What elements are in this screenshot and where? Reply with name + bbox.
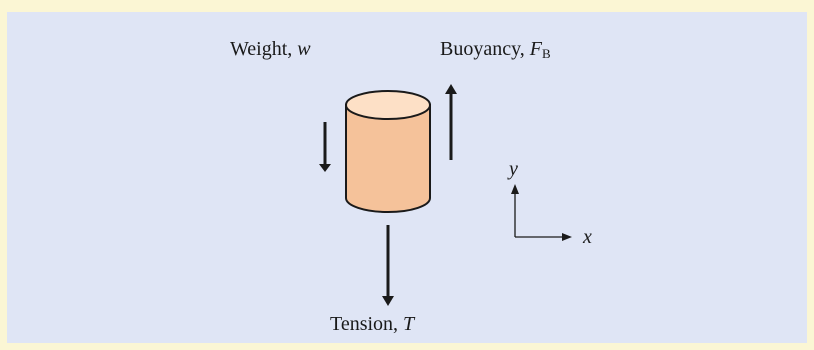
weight-label-text: Weight, — [230, 38, 297, 60]
tension-arrowhead — [382, 296, 394, 306]
coordinate-axes — [511, 184, 572, 241]
tension-label-text: Tension, — [330, 313, 403, 335]
buoyancy-label-text: Buoyancy, — [440, 38, 530, 60]
weight-arrowhead — [319, 164, 331, 172]
weight-symbol: w — [297, 38, 311, 60]
y-axis-label: y — [507, 158, 518, 180]
weight-label: Weight, w — [230, 38, 311, 60]
cylinder-object — [346, 91, 430, 212]
buoyancy-label: Buoyancy, FB — [440, 38, 551, 61]
buoyancy-symbol: F — [529, 38, 543, 60]
y-axis-arrowhead — [511, 184, 519, 194]
x-axis-label: x — [582, 226, 592, 248]
cylinder-top — [346, 91, 430, 119]
tension-label: Tension, T — [330, 313, 416, 335]
x-axis-arrowhead — [562, 233, 572, 241]
buoyancy-arrowhead — [445, 84, 457, 94]
tension-symbol: T — [403, 313, 416, 335]
buoyancy-subscript: B — [542, 46, 551, 61]
cylinder-body — [346, 105, 430, 212]
